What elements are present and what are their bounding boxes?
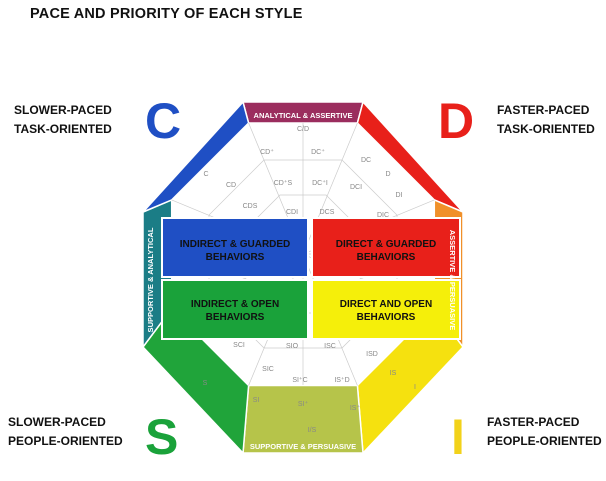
grid-labels: C/D CD⁺ DC⁺ C CD CD⁺S DC⁺I DC D CDS DCI CDI DCS DI DIC… xyxy=(203,126,416,434)
grid-label: DC xyxy=(361,157,371,164)
grid-label: SI⁺C xyxy=(292,376,307,384)
grid-label: DC⁺ xyxy=(311,148,325,156)
corner-label-top-right: FASTER-PACED TASK-ORIENTED xyxy=(497,101,595,139)
grid-label: DCS xyxy=(320,209,335,216)
grid-label: S xyxy=(203,380,208,387)
letter-d: D xyxy=(438,93,475,149)
page-title: PACE AND PRIORITY OF EACH STYLE xyxy=(30,6,303,22)
grid-label: CD xyxy=(226,182,236,189)
grid-label: DCI xyxy=(350,184,362,191)
quadrant-label: DIRECT & GUARDED xyxy=(336,239,437,250)
grid-label: DC⁺I xyxy=(312,179,328,187)
segment-label-left: SUPPORTIVE & ANALYTICAL xyxy=(146,227,155,332)
grid-label: SCI xyxy=(233,342,245,349)
grid-label: ISD xyxy=(366,351,378,358)
corner-label-line: TASK-ORIENTED xyxy=(497,122,595,136)
quadrant-label: BEHAVIORS xyxy=(357,252,416,263)
quadrant-direct-open xyxy=(311,279,461,340)
grid-label: IS⁺ xyxy=(350,404,361,412)
corner-label-line: SLOWER-PACED xyxy=(14,103,112,117)
corner-label-line: FASTER-PACED xyxy=(497,103,590,117)
grid-label: CD⁺S xyxy=(274,179,293,187)
grid-label: DI xyxy=(396,192,403,199)
grid-label: I/S xyxy=(308,427,317,434)
quadrant-label: INDIRECT & GUARDED xyxy=(180,239,291,250)
letter-c: C xyxy=(145,93,182,149)
grid-label: SI xyxy=(253,397,260,404)
grid-label: CDI xyxy=(286,209,298,216)
quadrant-indirect-open xyxy=(161,279,309,340)
quadrant-label: BEHAVIORS xyxy=(206,312,265,323)
quadrant-indirect-guarded xyxy=(161,217,309,278)
letter-i: I xyxy=(451,409,465,465)
corner-label-line: TASK-ORIENTED xyxy=(14,122,112,136)
grid-label: SIO xyxy=(286,343,299,350)
corner-label-bottom-right: FASTER-PACED PEOPLE-ORIENTED xyxy=(487,413,602,451)
grid-label: D xyxy=(385,171,390,178)
segment-label-right: ASSERTIVE & PERSUASIVE xyxy=(448,230,457,330)
quadrant-label: DIRECT AND OPEN xyxy=(340,299,432,310)
quadrant-direct-guarded xyxy=(311,217,461,278)
grid-label: ISC xyxy=(324,343,336,350)
corner-label-line: PEOPLE-ORIENTED xyxy=(8,434,123,448)
corner-label-top-left: SLOWER-PACED TASK-ORIENTED xyxy=(14,101,112,139)
grid-label: IS xyxy=(390,370,397,377)
grid-label: C/D xyxy=(297,126,309,133)
grid-label: C xyxy=(203,171,208,178)
corner-label-bottom-left: SLOWER-PACED PEOPLE-ORIENTED xyxy=(8,413,123,451)
grid-label: CD⁺ xyxy=(260,148,274,156)
grid-label: I xyxy=(414,384,416,391)
quadrant-label: INDIRECT & OPEN xyxy=(191,299,279,310)
segment-label-top: ANALYTICAL & ASSERTIVE xyxy=(254,111,353,120)
corner-label-line: FASTER-PACED xyxy=(487,415,580,429)
grid-label: DIC xyxy=(377,212,389,219)
corner-label-line: PEOPLE-ORIENTED xyxy=(487,434,602,448)
letter-s: S xyxy=(145,409,179,465)
quadrant-label: BEHAVIORS xyxy=(357,312,416,323)
grid-label: SIC xyxy=(262,366,274,373)
grid-label: SI⁺ xyxy=(298,400,309,408)
segment-label-bottom: SUPPORTIVE & PERSUASIVE xyxy=(250,442,356,451)
corner-label-line: SLOWER-PACED xyxy=(8,415,106,429)
grid-label: IS⁺D xyxy=(334,376,349,384)
grid-label: CDS xyxy=(243,203,258,210)
quadrant-label: BEHAVIORS xyxy=(206,252,265,263)
